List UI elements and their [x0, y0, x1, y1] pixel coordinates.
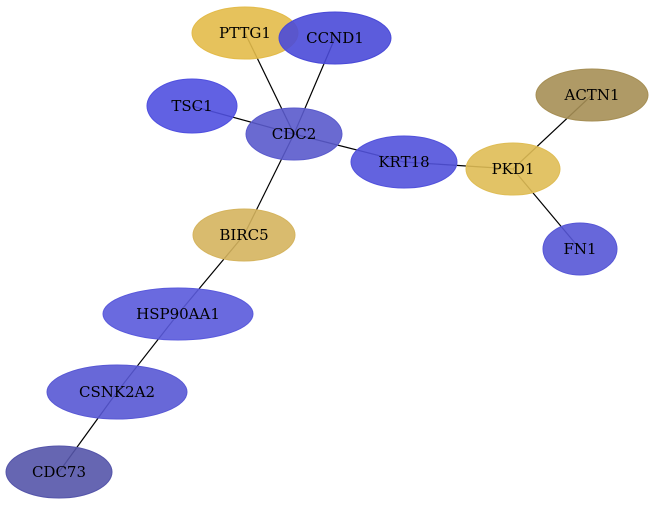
- node-cdc73[interactable]: CDC73: [5, 445, 113, 499]
- node-krt18[interactable]: KRT18: [350, 135, 458, 189]
- node-hsp90aa1[interactable]: HSP90AA1: [102, 287, 254, 341]
- node-pttg1[interactable]: PTTG1: [191, 6, 299, 60]
- node-shape: [542, 222, 618, 276]
- node-label: CSNK2A2: [79, 383, 155, 401]
- node-pkd1[interactable]: PKD1: [465, 142, 561, 196]
- node-cdc2[interactable]: CDC2: [245, 107, 343, 161]
- node-birc5[interactable]: BIRC5: [192, 208, 296, 262]
- node-label: CCND1: [306, 29, 364, 47]
- node-label: TSC1: [171, 97, 212, 115]
- node-actn1[interactable]: ACTN1: [535, 68, 649, 122]
- node-label: HSP90AA1: [136, 305, 220, 323]
- node-shape: [350, 135, 458, 189]
- node-label: PTTG1: [219, 24, 271, 42]
- node-label: FN1: [563, 240, 596, 258]
- node-label: ACTN1: [564, 86, 620, 104]
- node-shape: [245, 107, 343, 161]
- node-shape: [465, 142, 561, 196]
- node-csnk2a2[interactable]: CSNK2A2: [46, 364, 188, 420]
- node-label: PKD1: [492, 160, 535, 178]
- node-shape: [146, 78, 238, 134]
- node-shape: [535, 68, 649, 122]
- node-fn1[interactable]: FN1: [542, 222, 618, 276]
- node-shape: [46, 364, 188, 420]
- node-tsc1[interactable]: TSC1: [146, 78, 238, 134]
- node-label: BIRC5: [219, 226, 268, 244]
- node-shape: [278, 11, 392, 65]
- node-shape: [192, 208, 296, 262]
- node-shape: [5, 445, 113, 499]
- node-ccnd1[interactable]: CCND1: [278, 11, 392, 65]
- node-label: CDC73: [32, 463, 86, 481]
- node-label: KRT18: [378, 153, 429, 171]
- node-shape: [102, 287, 254, 341]
- node-label: CDC2: [272, 125, 317, 143]
